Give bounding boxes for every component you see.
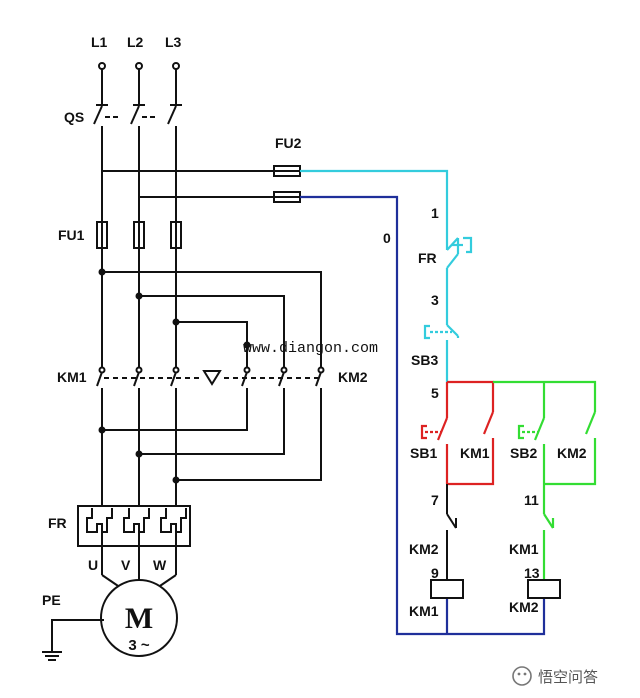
label-km1-hold: KM1	[460, 445, 490, 461]
km2-main-contacts	[241, 366, 325, 387]
power-circuit	[42, 62, 325, 661]
label-l2: L2	[127, 34, 144, 50]
motor-circle	[100, 579, 178, 657]
wukong-logo: 悟空问答	[512, 666, 598, 686]
label-qs: QS	[64, 109, 84, 125]
reversing-top-wiring	[98, 268, 322, 370]
label-u: U	[88, 557, 98, 573]
label-node-5: 5	[431, 385, 439, 401]
label-pe: PE	[42, 592, 61, 608]
km1-forward-path	[430, 484, 464, 599]
label-fu2: FU2	[275, 135, 302, 151]
km2-coil	[527, 579, 561, 599]
label-node-13: 13	[524, 565, 540, 581]
label-km1-interlock: KM1	[509, 541, 539, 557]
label-km2-coil: KM2	[509, 599, 539, 615]
fu1-fuses	[96, 221, 182, 249]
qs-switch	[93, 104, 182, 222]
label-sb1: SB1	[410, 445, 437, 461]
label-l1: L1	[91, 34, 108, 50]
label-v: V	[121, 557, 131, 573]
fu2-fuses	[273, 165, 301, 203]
label-fr-main: FR	[48, 515, 67, 531]
pe-ground	[42, 619, 104, 661]
label-node-1: 1	[431, 205, 439, 221]
control-green-branch	[493, 380, 597, 580]
label-motor-m: M	[125, 602, 153, 635]
km1-main-contacts	[96, 366, 318, 387]
control-blue-return	[300, 195, 546, 636]
label-node-3: 3	[431, 292, 439, 308]
logo-icon	[512, 666, 532, 686]
label-fr-ctrl: FR	[418, 250, 437, 266]
label-node-11: 11	[524, 492, 539, 508]
watermark-text: www.diangon.com	[243, 340, 378, 357]
label-w: W	[153, 557, 167, 573]
label-motor-sub: 3 ~	[128, 637, 150, 654]
label-sb3: SB3	[411, 352, 438, 368]
label-l3: L3	[165, 34, 182, 50]
label-node-7: 7	[431, 492, 439, 508]
label-fu1: FU1	[58, 227, 85, 243]
label-node-9: 9	[431, 565, 439, 581]
control-cyan-segment	[300, 169, 473, 382]
reversing-bottom-wiring	[98, 388, 322, 484]
label-km2-main: KM2	[338, 369, 368, 385]
label-sb2: SB2	[510, 445, 537, 461]
label-km1-main: KM1	[57, 369, 87, 385]
label-km1-coil: KM1	[409, 603, 439, 619]
logo-text: 悟空问答	[538, 668, 598, 686]
label-node-0: 0	[383, 230, 391, 246]
label-km2-interlock: KM2	[409, 541, 439, 557]
supply-terminals	[98, 62, 180, 105]
fr-thermal-relay	[77, 505, 191, 547]
label-km2-hold: KM2	[557, 445, 587, 461]
